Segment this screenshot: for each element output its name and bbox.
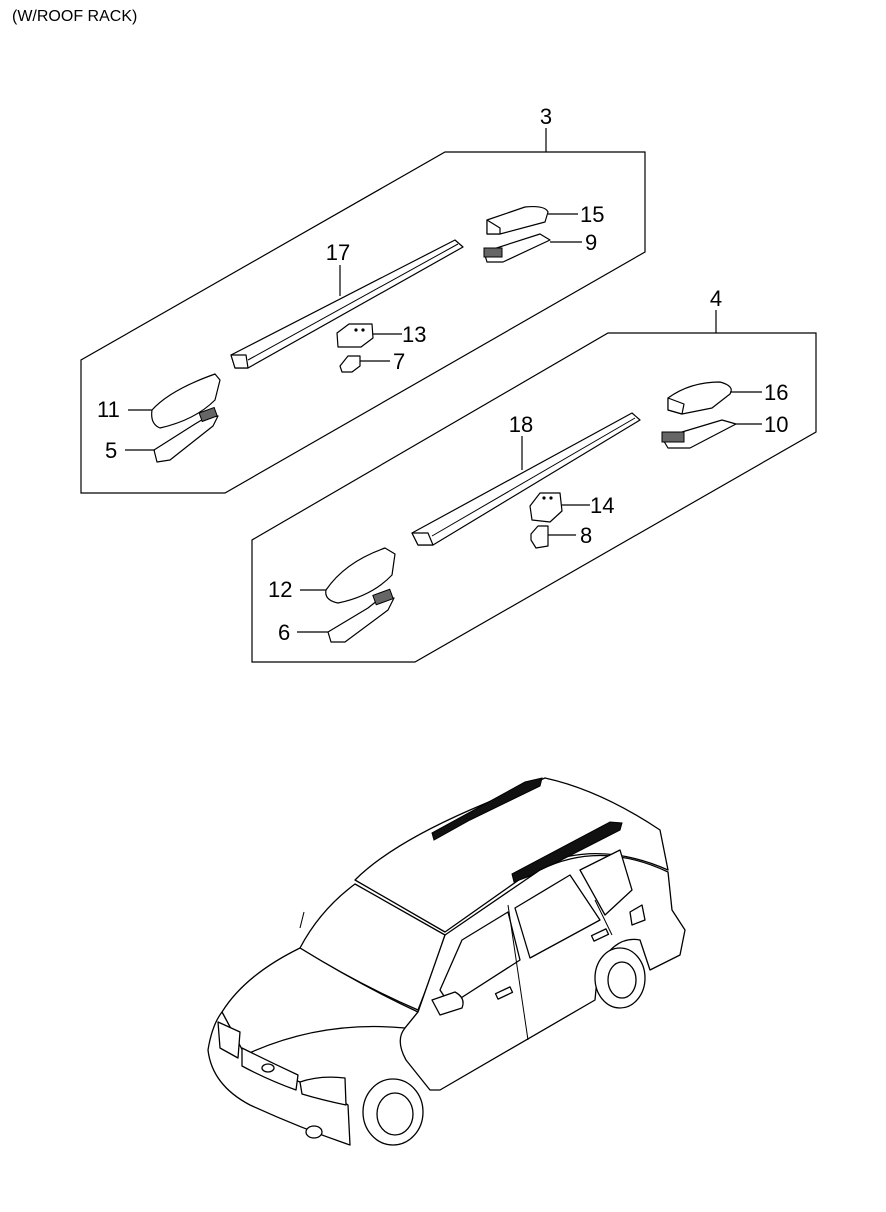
side-window-rear xyxy=(579,849,633,916)
callout-11: 11 xyxy=(97,397,120,422)
callout-16: 16 xyxy=(764,380,788,405)
diagram-title: (W/ROOF RACK) xyxy=(12,8,138,25)
door-handle-front xyxy=(494,986,514,1000)
callout-7: 7 xyxy=(393,349,405,374)
part-17-roof-rail[interactable] xyxy=(230,239,464,369)
antenna xyxy=(299,911,305,929)
assembly-4-frame xyxy=(251,332,817,663)
part-5-front-bracket[interactable] xyxy=(153,406,219,463)
callout-10: 10 xyxy=(764,412,788,437)
door-line-sliding xyxy=(594,899,613,936)
front-wheel xyxy=(362,1078,424,1146)
assembly-4-group xyxy=(251,310,817,663)
callout-14: 14 xyxy=(590,493,614,518)
part-6-front-bracket[interactable] xyxy=(327,588,395,643)
grille-emblem xyxy=(261,1063,275,1073)
minivan-hood xyxy=(221,947,419,1056)
rear-wheel xyxy=(594,947,646,1009)
door-line-front xyxy=(507,904,529,1041)
callout-18: 18 xyxy=(509,412,533,437)
headlight-left xyxy=(217,1021,241,1059)
part-7-clip[interactable] xyxy=(339,355,361,373)
callout-3: 3 xyxy=(540,104,552,129)
part-9-bracket[interactable] xyxy=(483,233,551,263)
part-8-clip[interactable] xyxy=(530,525,549,549)
fog-light xyxy=(305,1125,323,1139)
assembly-3-frame xyxy=(80,151,646,494)
door-handle-sliding xyxy=(590,928,610,942)
callout-15: 15 xyxy=(580,202,604,227)
part-10-bracket[interactable] xyxy=(661,419,737,449)
roof-rail-right xyxy=(511,821,623,883)
minivan-illustration xyxy=(207,777,686,1146)
callout-4: 4 xyxy=(710,286,722,311)
callout-6: 6 xyxy=(278,620,290,645)
part-14-support[interactable] xyxy=(529,492,563,523)
part-18-roof-rail[interactable] xyxy=(411,412,641,546)
part-12-front-cover[interactable] xyxy=(325,547,396,604)
callout-5: 5 xyxy=(105,438,117,463)
part-11-front-cover[interactable] xyxy=(151,373,221,429)
rear-lamp xyxy=(629,904,646,926)
callout-9: 9 xyxy=(585,230,597,255)
assembly-3-group xyxy=(80,128,646,494)
minivan-side xyxy=(399,854,686,1091)
side-window-middle xyxy=(514,874,601,959)
part-13-support[interactable] xyxy=(336,323,374,348)
callout-labels: 3 4 5 6 7 8 9 10 11 12 13 14 15 16 17 18 xyxy=(97,104,788,645)
callout-13: 13 xyxy=(402,322,426,347)
side-mirror xyxy=(431,991,464,1016)
roof-rail-left xyxy=(431,777,543,841)
part-16-end-cap[interactable] xyxy=(667,381,732,415)
minivan-roof xyxy=(354,777,669,933)
callout-8: 8 xyxy=(580,523,592,548)
headlight-right xyxy=(299,1076,347,1106)
callout-17: 17 xyxy=(326,240,350,265)
callout-12: 12 xyxy=(268,577,292,602)
part-15-end-cap[interactable] xyxy=(486,205,549,235)
